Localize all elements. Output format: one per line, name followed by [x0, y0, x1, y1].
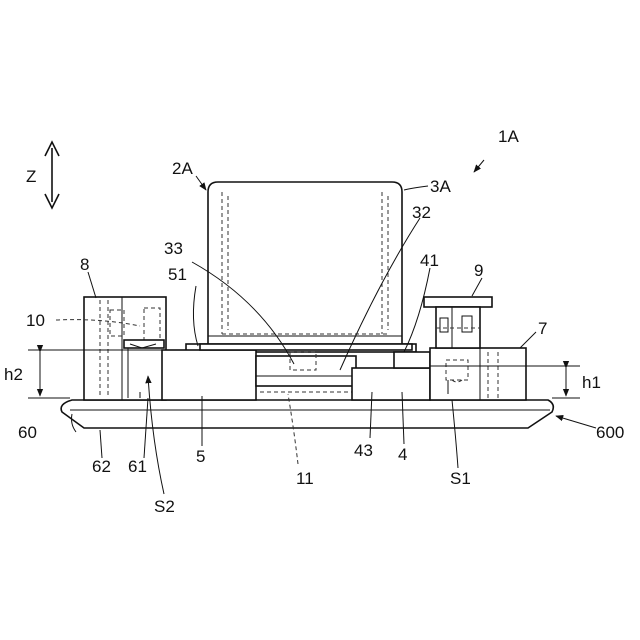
label-8: 8 [80, 255, 89, 274]
label-41: 41 [420, 251, 439, 270]
label-2a: 2A [172, 159, 193, 178]
component-8 [84, 297, 166, 400]
label-9: 9 [474, 261, 483, 280]
component-2a [200, 182, 412, 350]
label-s2: S2 [154, 497, 175, 516]
label-43: 43 [354, 441, 373, 460]
component-9 [424, 297, 492, 348]
component-11 [256, 352, 356, 392]
label-62: 62 [92, 457, 111, 476]
component-4 [352, 352, 430, 400]
label-5: 5 [196, 447, 205, 466]
label-33: 33 [164, 239, 183, 258]
label-h1: h1 [582, 373, 601, 392]
label-s1: S1 [450, 469, 471, 488]
label-4: 4 [398, 445, 407, 464]
label-z: Z [26, 167, 36, 186]
label-h2: h2 [4, 365, 23, 384]
component-7 [430, 348, 526, 400]
label-61: 61 [128, 457, 147, 476]
base-plate [61, 400, 553, 428]
label-3a: 3A [430, 177, 451, 196]
label-11: 11 [296, 469, 314, 488]
label-7: 7 [538, 319, 547, 338]
label-32: 32 [412, 203, 431, 222]
label-51: 51 [168, 265, 187, 284]
label-10: 10 [26, 311, 45, 330]
label-600: 600 [596, 423, 624, 442]
z-axis-arrow [45, 142, 59, 208]
label-fig: 1A [498, 127, 519, 146]
label-60: 60 [18, 423, 37, 442]
